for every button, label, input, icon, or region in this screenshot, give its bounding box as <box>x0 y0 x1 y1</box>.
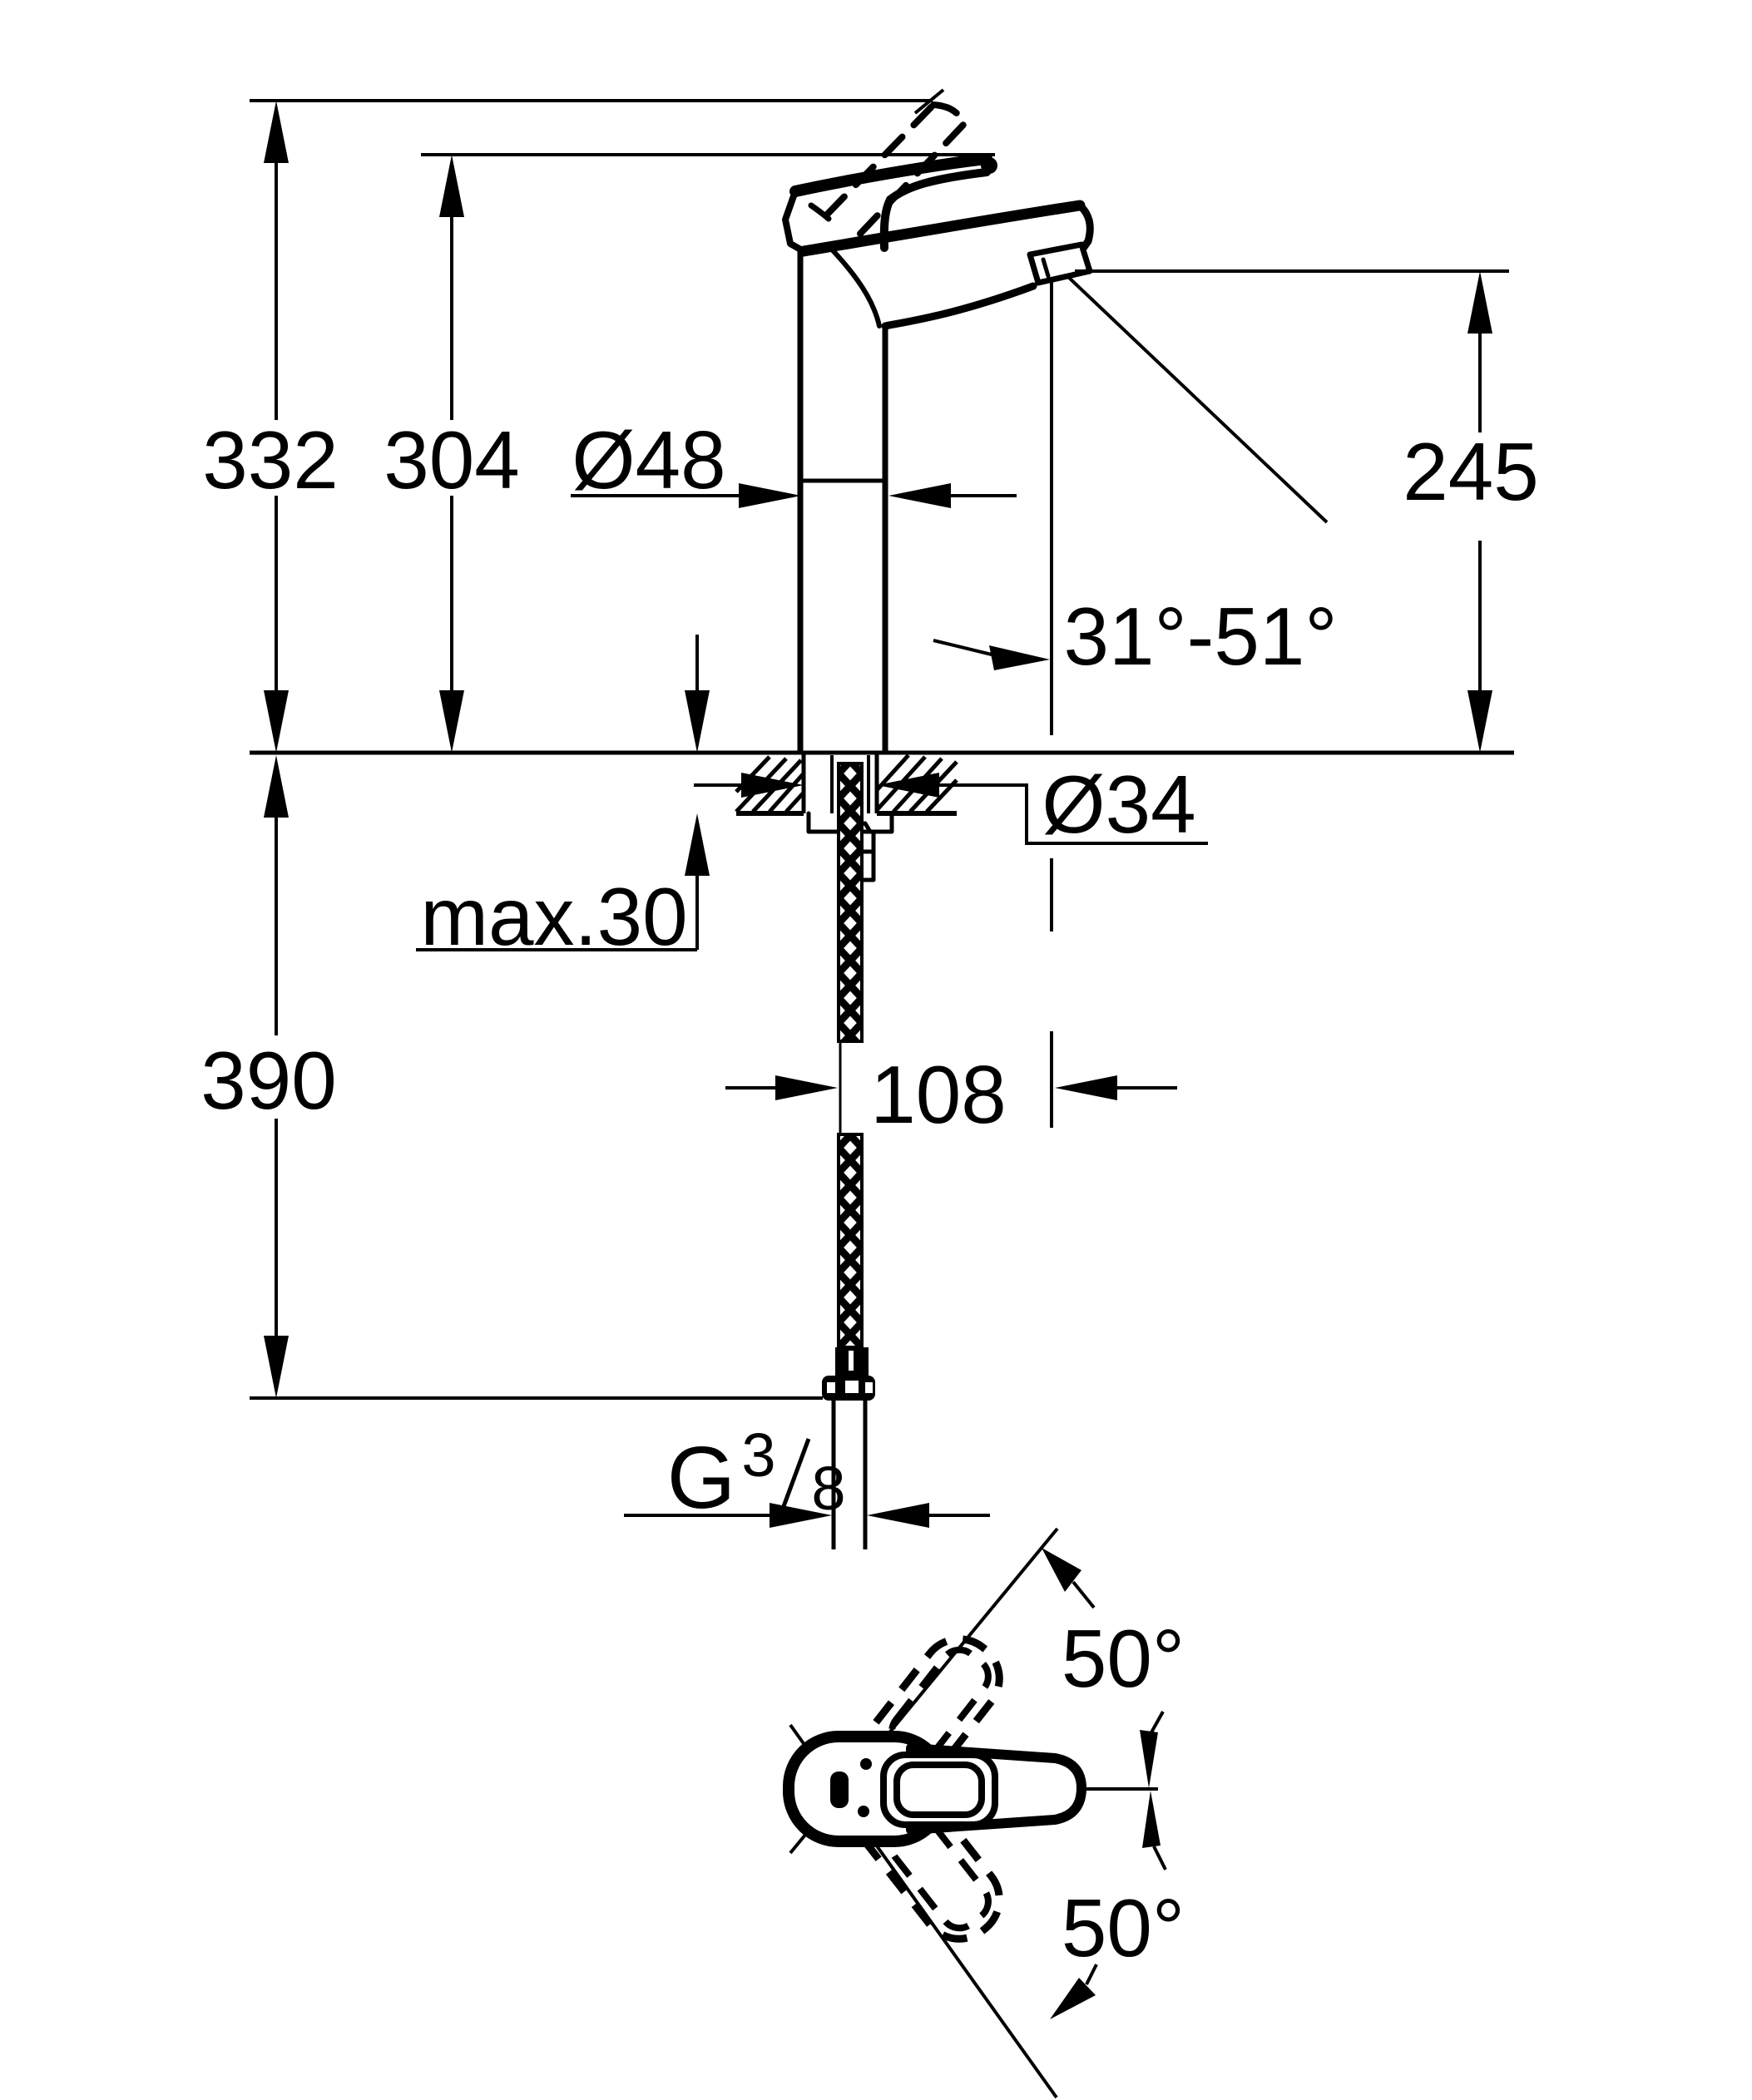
lever-raised-dashed-outline <box>808 101 967 237</box>
dimension-stream-angle: 31°-51° <box>933 274 1338 1128</box>
dimension-34: Ø34 <box>694 758 1208 850</box>
shank-walls <box>830 755 870 813</box>
dim-body-diameter: Ø48 <box>572 414 725 506</box>
faucet-body <box>797 250 888 753</box>
hose-thread-stud <box>831 1401 868 1549</box>
aerator-outlet <box>1027 241 1093 286</box>
mounting-hole-edges <box>801 753 879 813</box>
dimension-swivel-up: 50° <box>1042 1548 1185 1788</box>
dimension-108: 108 <box>725 1049 1177 1140</box>
deck-section <box>250 750 1514 882</box>
dim-stream-angle: 31°-51° <box>1063 590 1337 682</box>
dim-overall-height: 332 <box>202 414 339 506</box>
lever-side <box>789 153 997 252</box>
dimension-swivel-down: 50° <box>1050 1791 1185 2019</box>
dimension-245: 245 <box>1075 269 1539 753</box>
handle-cap-mark <box>830 1771 849 1808</box>
fixing-stud <box>859 829 876 882</box>
connection-hose <box>822 762 875 1549</box>
dim-height-to-lever: 304 <box>384 414 520 506</box>
dimension-48: Ø48 <box>571 414 1017 508</box>
spout <box>798 200 1094 330</box>
dim-spout-reach: 108 <box>870 1049 1007 1140</box>
dimension-g38: G 3 8 <box>624 1421 990 1528</box>
handle-top-view: 50° 50° <box>783 1527 1185 2099</box>
dim-swivel-down: 50° <box>1062 1882 1185 1974</box>
dim-swivel-up: 50° <box>1062 1613 1185 1704</box>
dimension-332: 332 <box>202 88 945 753</box>
dim-hose-length: 390 <box>200 1035 337 1126</box>
dim-spout-outlet-height: 245 <box>1403 426 1539 517</box>
dimension-max30: max.30 <box>416 635 710 962</box>
dim-thread-letter: G <box>667 1429 735 1527</box>
cartridge-head <box>782 188 882 329</box>
faucet-side-view <box>782 101 1094 753</box>
stream-angle-line <box>1066 274 1329 524</box>
dim-hole-diameter: Ø34 <box>1042 758 1195 850</box>
dimension-390: 390 <box>200 755 823 1400</box>
dimension-304: 304 <box>384 153 995 753</box>
dim-thread-numerator: 3 <box>741 1421 775 1490</box>
dim-thread-denominator: 8 <box>811 1454 845 1523</box>
dim-max-deck-thickness: max.30 <box>420 871 687 962</box>
